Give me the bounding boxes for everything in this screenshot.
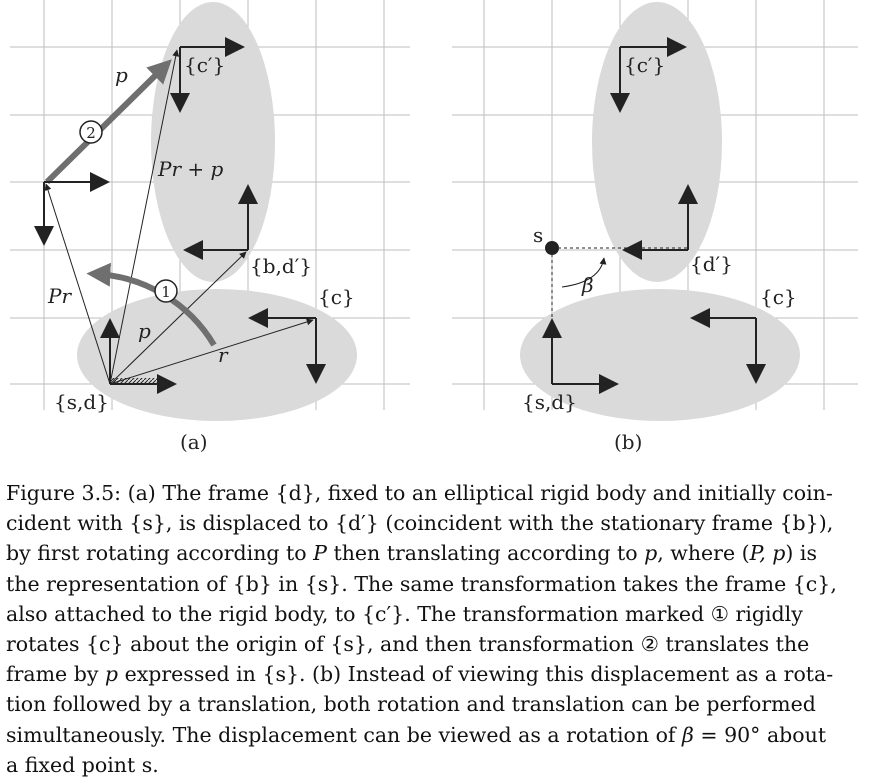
label-s-d: {s,d} <box>54 390 109 414</box>
label-r: r <box>218 343 229 367</box>
caption-line-10: a fixed point s. <box>6 752 159 777</box>
vector-p <box>109 251 247 385</box>
fixed-point-s <box>545 241 559 255</box>
caption-line-5: also attached to the rigid body, to {c′}… <box>6 601 803 626</box>
label-c-b: {c} <box>760 285 797 309</box>
vector-r <box>109 318 314 385</box>
label-b-d-prime: {b,d′} <box>250 254 312 278</box>
label-beta: β <box>581 273 594 297</box>
figure-3-5: 2 1 p {c′} Pr + p {b,d′} {c} Pr p r {s,d… <box>10 0 858 454</box>
panel-a-sublabel: (a) <box>180 430 208 454</box>
rigid-body-displaced-b <box>592 2 722 282</box>
caption-line-2: cident with {s}, is displaced to {d′} (c… <box>6 511 834 536</box>
translation-arrow-2 <box>44 59 172 185</box>
label-Pr: Pr <box>47 284 72 308</box>
label-p-bottom: p <box>138 319 151 343</box>
caption-line-9: simultaneously. The displacement can be … <box>6 722 827 747</box>
caption-line-7: frame by p expressed in {s}. (b) Instead… <box>6 662 834 687</box>
panel-a: 2 1 p {c′} Pr + p {b,d′} {c} Pr p r {s,d… <box>10 0 410 454</box>
step-marker-1: 1 <box>154 279 178 303</box>
caption-line-6: rotates {c} about the origin of {s}, and… <box>6 632 810 657</box>
label-p-top: p <box>115 63 128 87</box>
label-c-prime: {c′} <box>184 53 225 77</box>
label-Pr-plus-p: Pr + p <box>157 157 223 181</box>
rigid-body-initial <box>77 289 357 421</box>
label-s-point: s <box>533 223 543 247</box>
beta-arc <box>561 257 607 288</box>
rigid-body-displaced <box>151 2 275 282</box>
caption-line-3: by first rotating according to P then tr… <box>6 541 817 566</box>
step-marker-2: 2 <box>79 120 103 144</box>
vector-Pr <box>44 183 111 385</box>
rigid-body-initial-b <box>520 289 800 421</box>
label-s-d-b: {s,d} <box>522 390 577 414</box>
caption-line-1: Figure 3.5: (a) The frame {d}, fixed to … <box>6 481 833 505</box>
panel-b: s β {c′} {d′} {c} {s,d} (b) <box>452 0 858 454</box>
ground-hatch <box>111 378 157 384</box>
svg-text:2: 2 <box>86 124 96 142</box>
caption-line-4: the representation of {b} in {s}. The sa… <box>6 571 837 596</box>
figure-caption: Figure 3.5: (a) The frame {d}, fixed to … <box>6 478 866 780</box>
svg-text:1: 1 <box>161 283 171 301</box>
label-c-prime-b: {c′} <box>624 53 665 77</box>
caption-line-8: tion followed by a translation, both rot… <box>6 692 816 717</box>
vector-Pr-plus-p <box>109 49 180 385</box>
panel-b-sublabel: (b) <box>614 430 642 454</box>
label-c: {c} <box>318 285 355 309</box>
label-d-prime-b: {d′} <box>690 252 733 276</box>
